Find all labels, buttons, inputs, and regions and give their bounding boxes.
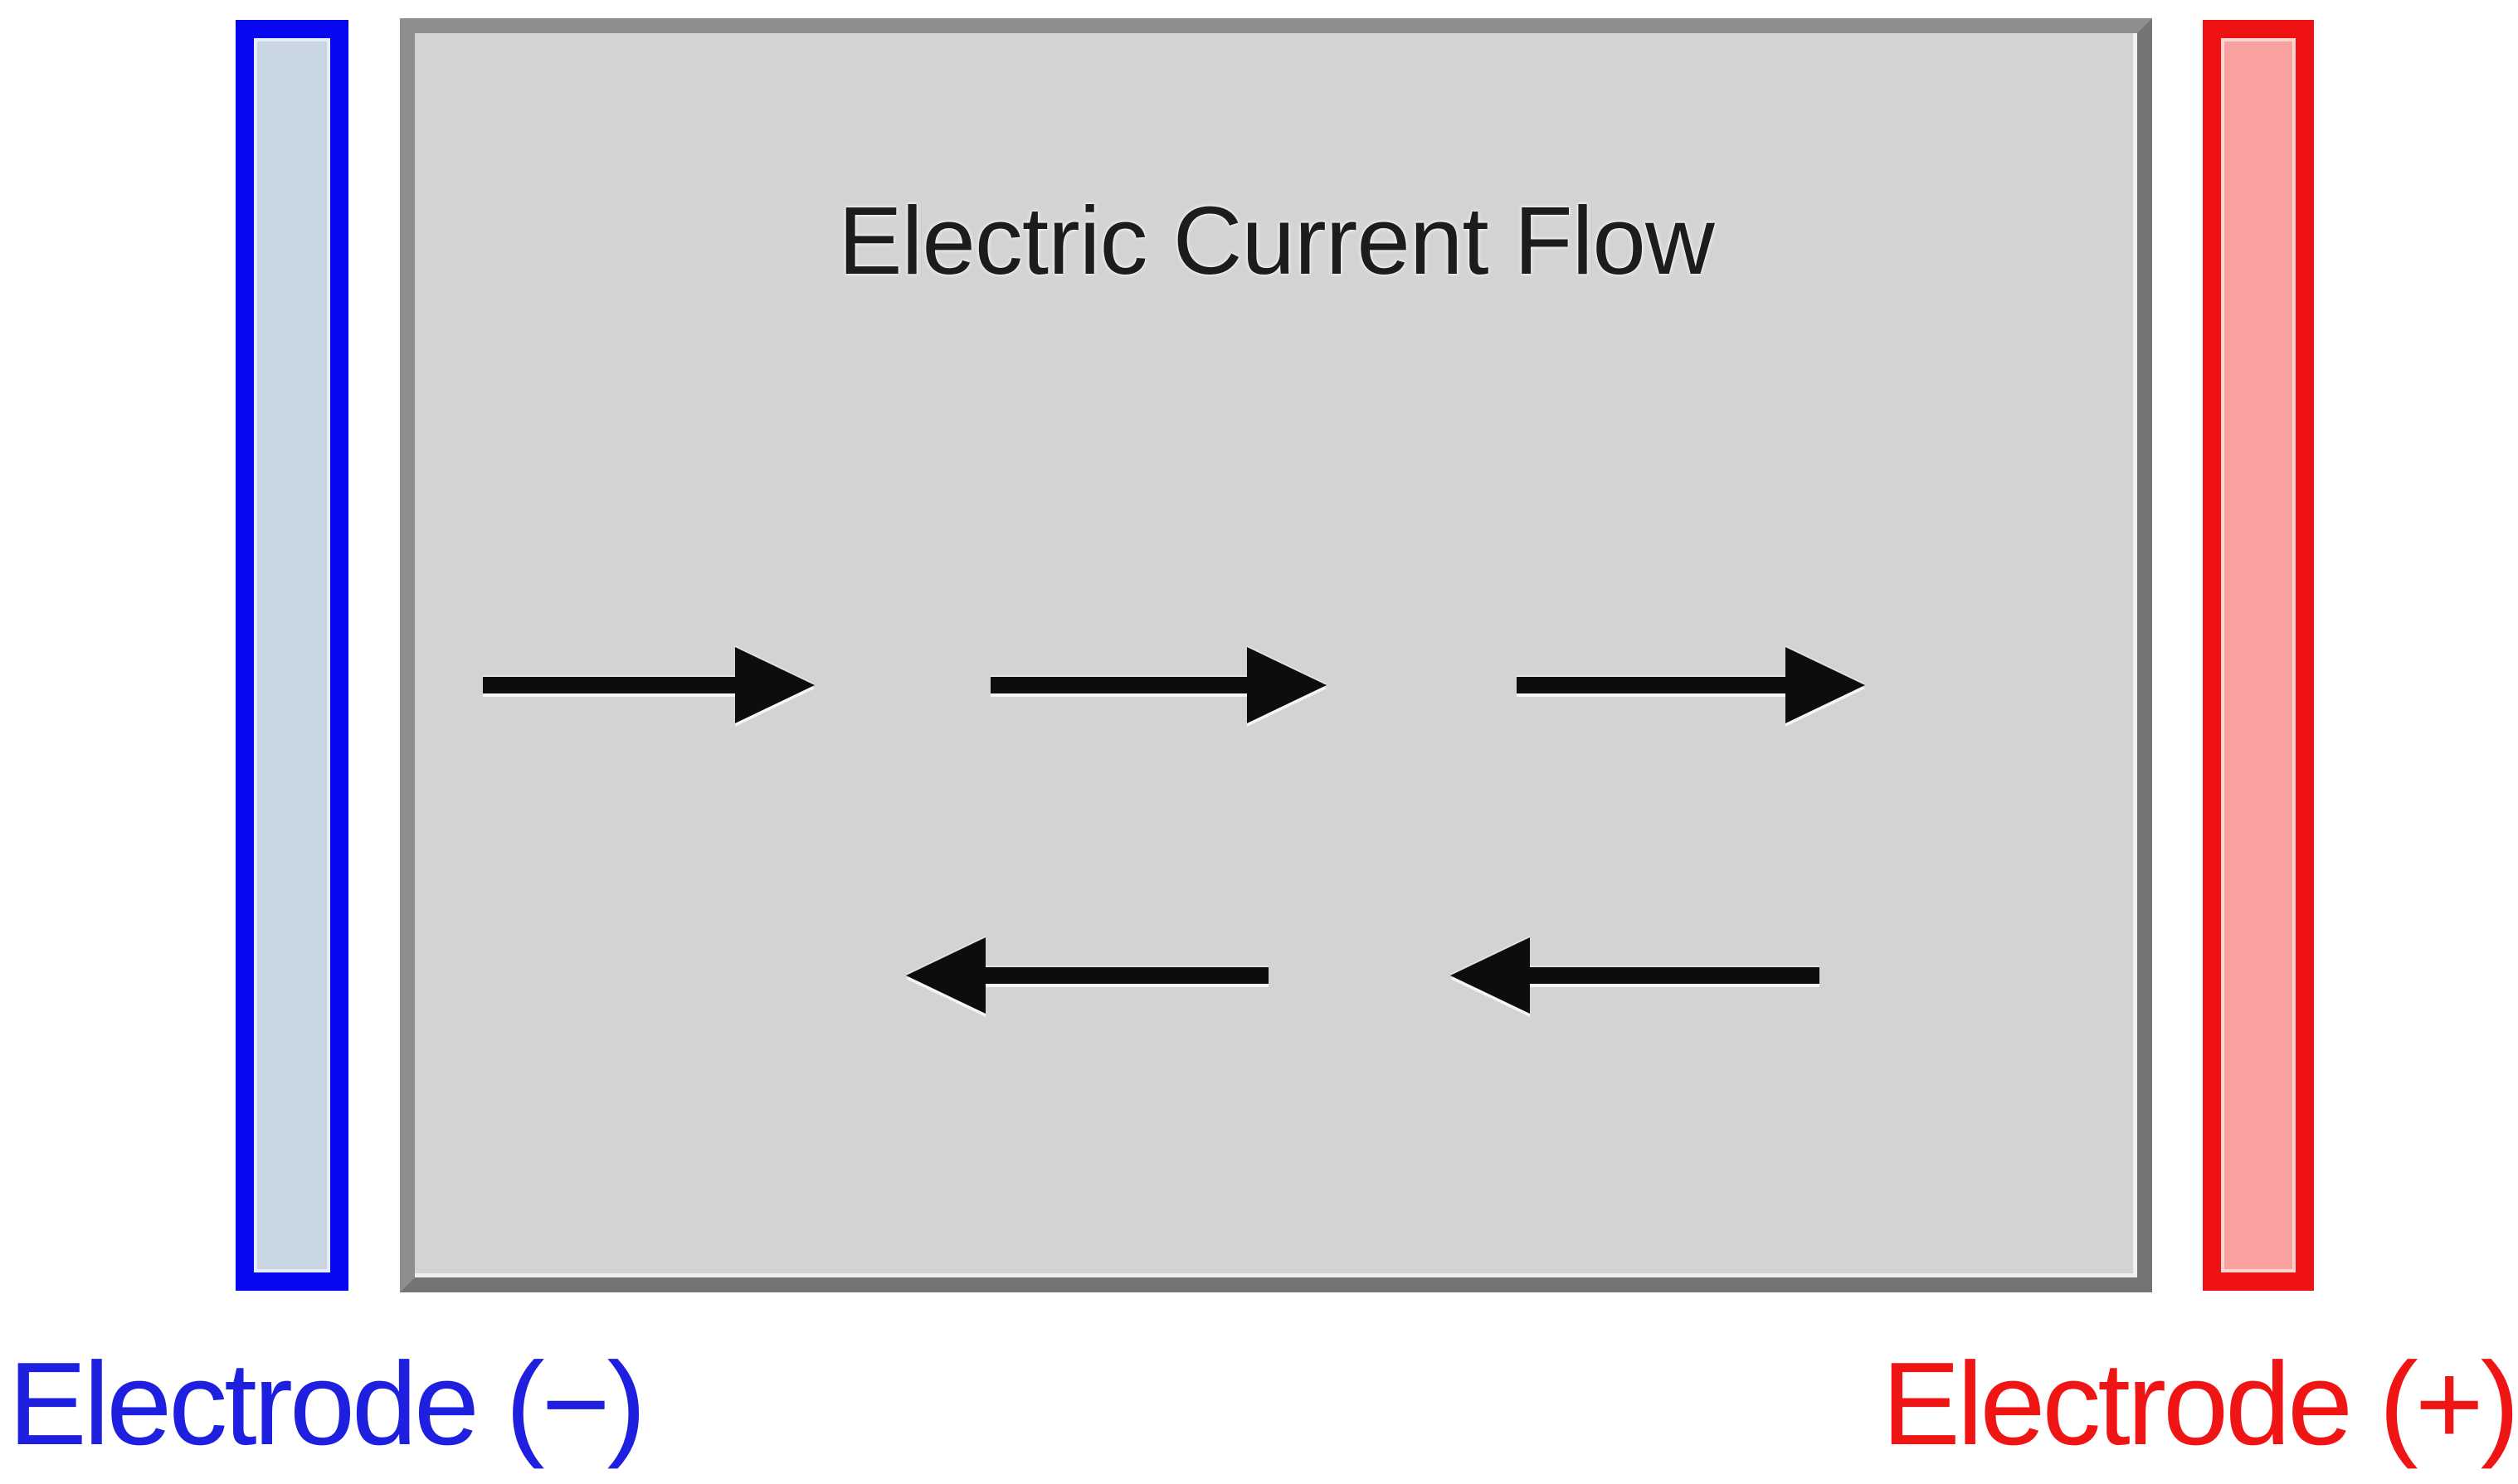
current-flow-chamber [400,18,2152,1292]
current-arrow-right-1 [483,635,815,735]
current-arrow-right-2 [991,635,1327,735]
current-arrow-left-2 [1450,926,1819,1025]
positive-electrode-bar [2203,20,2314,1291]
negative-electrode-bar [236,20,348,1291]
current-arrow-left-1 [906,926,1269,1025]
negative-electrode-label: Electrode (−) [8,1338,646,1470]
current-arrow-right-3 [1517,635,1865,735]
chamber-title: Electric Current Flow [838,187,1714,294]
positive-electrode-label: Electrode (+) [1882,1338,2518,1470]
